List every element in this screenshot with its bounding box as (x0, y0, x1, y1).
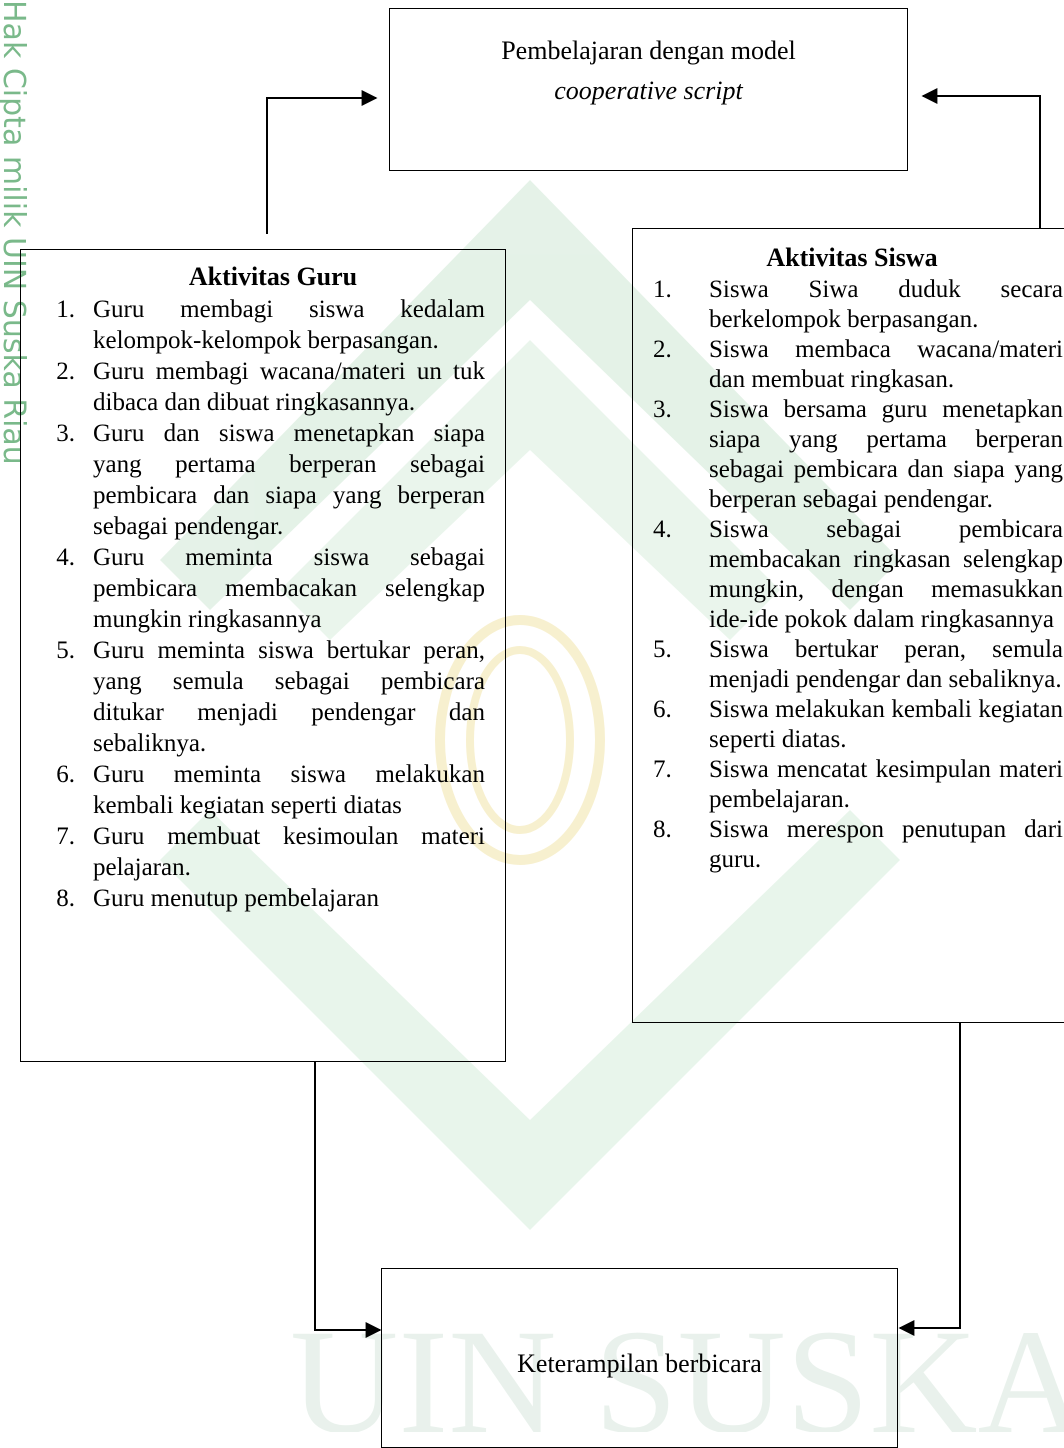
guru-step-text: Guru dan siswa menetapkan siapa yang per… (93, 420, 485, 540)
siswa-activity-box: Aktivitas Siswa 1. Siswa Siwa duduk secar… (632, 228, 1064, 1023)
guru-step-text: Guru membuat kesimoulan materi pelajaran… (93, 823, 485, 881)
siswa-step-number: 2. (653, 336, 672, 363)
siswa-step-text: Siswa sebagai pembicara membacakan ringk… (709, 516, 1063, 633)
siswa-step-number: 7. (653, 756, 672, 783)
siswa-step-5: 5. Siswa bertukar peran, semula menjadi p… (633, 635, 1063, 695)
siswa-step-3: 3. Siswa bersama guru menetapkan siapa ya… (633, 395, 1063, 515)
connector-guru-to-top (266, 90, 378, 234)
model-box-line2: cooperative script (554, 76, 743, 105)
connector-siswa-to-top (921, 88, 1041, 228)
siswa-step-text: Siswa mencatat kesimpulan materi pembela… (709, 756, 1063, 813)
siswa-step-text: Siswa Siwa duduk secara berkelompok berp… (709, 276, 1063, 333)
guru-step-text: Guru meminta siswa bertukar peran, yang … (93, 637, 485, 757)
connector-guru-to-bottom (314, 1062, 382, 1338)
guru-step-number: 5. (56, 637, 75, 664)
guru-step-text: Guru meminta siswa melakukan kembali keg… (93, 761, 485, 819)
siswa-step-number: 4. (653, 516, 672, 543)
siswa-step-text: Siswa bertukar peran, semula menjadi pen… (709, 636, 1063, 693)
siswa-step-2: 2. Siswa membaca wacana/materi dan membua… (633, 335, 1063, 395)
guru-step-2: 2. Guru membagi wacana/materi un tuk diba… (21, 356, 485, 418)
guru-step-number: 8. (56, 885, 75, 912)
siswa-step-text: Siswa merespon penutupan dari guru. (709, 816, 1063, 873)
outcome-box-label: Keterampilan berbicara (517, 1349, 762, 1378)
guru-step-text: Guru meminta siswa sebagai pembicara mem… (93, 544, 485, 633)
guru-step-3: 3. Guru dan siswa menetapkan siapa yang p… (21, 418, 485, 542)
siswa-activity-title: Aktivitas Siswa (766, 243, 938, 272)
guru-step-number: 4. (56, 544, 75, 571)
outcome-box: Keterampilan berbicara (381, 1268, 898, 1448)
model-box-line1: Pembelajaran dengan model (501, 36, 796, 65)
guru-step-number: 1. (56, 296, 75, 323)
guru-step-number: 3. (56, 420, 75, 447)
siswa-activity-list: 1. Siswa Siwa duduk secara berkelompok be… (633, 275, 1063, 875)
guru-step-4: 4. Guru meminta siswa sebagai pembicara m… (21, 542, 485, 635)
siswa-step-text: Siswa membaca wacana/materi dan membuat … (709, 336, 1063, 393)
guru-activity-title: Aktivitas Guru (188, 262, 358, 291)
guru-step-6: 6. Guru meminta siswa melakukan kembali k… (21, 759, 485, 821)
siswa-step-1: 1. Siswa Siwa duduk secara berkelompok be… (633, 275, 1063, 335)
siswa-step-number: 5. (653, 636, 672, 663)
guru-step-number: 6. (56, 761, 75, 788)
guru-activity-list: 1. Guru membagi siswa kedalam kelompok-ke… (21, 294, 485, 914)
guru-step-1: 1. Guru membagi siswa kedalam kelompok-ke… (21, 294, 485, 356)
siswa-step-number: 8. (653, 816, 672, 843)
siswa-step-7: 7. Siswa mencatat kesimpulan materi pembe… (633, 755, 1063, 815)
connector-siswa-to-bottom (898, 1023, 961, 1336)
siswa-step-number: 1. (653, 276, 672, 303)
guru-step-text: Guru membagi siswa kedalam kelompok-kelo… (93, 296, 485, 354)
siswa-step-8: 8. Siswa merespon penutupan dari guru. (633, 815, 1063, 875)
guru-step-text: Guru membagi wacana/materi un tuk dibaca… (93, 358, 485, 416)
siswa-step-text: Siswa melakukan kembali kegiatan seperti… (709, 696, 1063, 753)
guru-step-7: 7. Guru membuat kesimoulan materi pelajar… (21, 821, 485, 883)
siswa-step-6: 6. Siswa melakukan kembali kegiatan seper… (633, 695, 1063, 755)
guru-step-5: 5. Guru meminta siswa bertukar peran, yan… (21, 635, 485, 759)
guru-step-text: Guru menutup pembelajaran (93, 885, 380, 912)
guru-step-number: 7. (56, 823, 75, 850)
siswa-step-number: 3. (653, 396, 672, 423)
guru-step-8: 8. Guru menutup pembelajaran (21, 883, 485, 914)
siswa-step-text: Siswa bersama guru menetapkan siapa yang… (709, 396, 1063, 513)
guru-activity-box: Aktivitas Guru 1. Guru membagi siswa keda… (20, 249, 506, 1062)
guru-step-number: 2. (56, 358, 75, 385)
model-box: Pembelajaran dengan model cooperative sc… (389, 8, 908, 171)
siswa-step-number: 6. (653, 696, 672, 723)
siswa-step-4: 4. Siswa sebagai pembicara membacakan rin… (633, 515, 1063, 635)
